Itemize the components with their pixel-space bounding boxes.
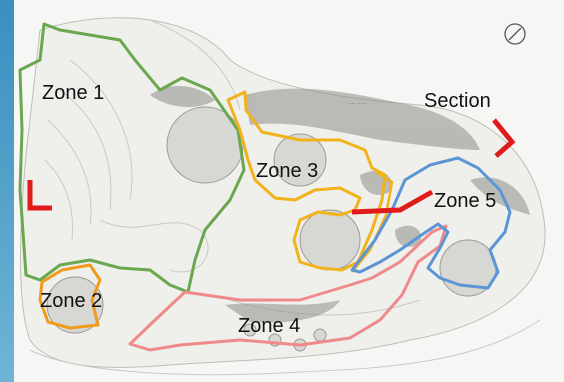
zone-3-boundary — [226, 90, 387, 272]
zone-4-boundary — [128, 224, 448, 352]
tree-canopies — [46, 106, 497, 352]
section-markers — [27, 118, 516, 215]
zone-4-label: Zone 4 — [238, 315, 301, 337]
section-marker-left — [27, 180, 52, 211]
zone-3-label: Zone 3 — [256, 160, 319, 182]
base-plan-sketch — [20, 17, 546, 376]
zone-1-label: Zone 1 — [42, 82, 105, 104]
section-label: Section — [424, 90, 491, 112]
zone-5-label: Zone 5 — [434, 190, 497, 212]
plan-sketch-annotation: ···· ···· — [347, 100, 368, 108]
zone-2-label: Zone 2 — [40, 290, 103, 312]
section-marker-middle — [351, 189, 434, 215]
zone-3-inner-line — [351, 170, 394, 273]
zone-2-boundary — [38, 263, 102, 330]
section-marker-right — [492, 118, 516, 158]
zone-5-boundary — [350, 156, 512, 290]
slide-accent-strip — [0, 0, 14, 382]
north-arrow-icon — [504, 23, 526, 45]
